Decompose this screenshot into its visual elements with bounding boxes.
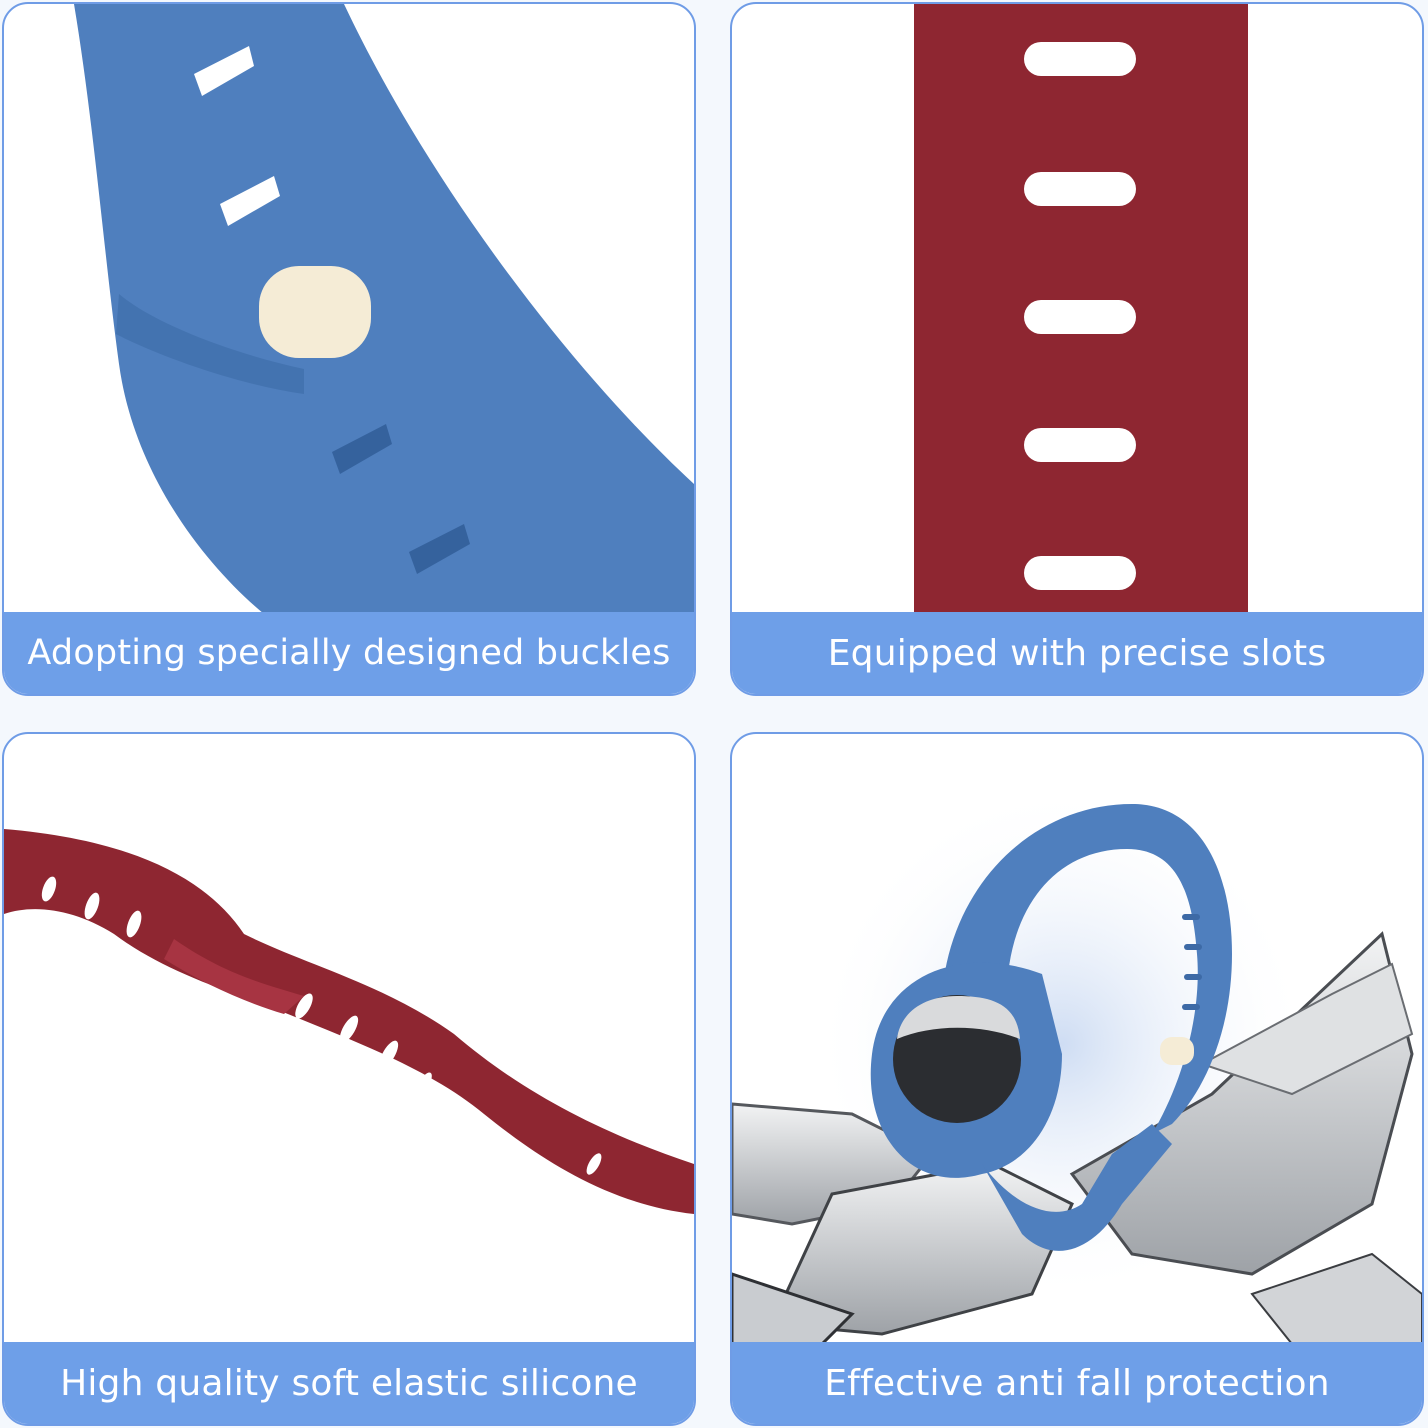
caption: High quality soft elastic silicone (4, 1342, 694, 1424)
feature-panel-slots: Equipped with precise slots (730, 2, 1424, 696)
caption: Effective anti fall protection (732, 1342, 1422, 1424)
feature-panel-silicone: High quality soft elastic silicone (2, 732, 696, 1426)
blue-band-cracked-ground-photo (732, 784, 1422, 1346)
red-strap-slots-photo (914, 4, 1248, 616)
blue-strap-buckle-photo (74, 4, 694, 614)
caption: Adopting specially designed buckles (4, 612, 694, 694)
twisted-red-strap-photo (4, 829, 694, 1214)
caption: Equipped with precise slots (732, 612, 1422, 694)
feature-panel-protection: Effective anti fall protection (730, 732, 1424, 1426)
feature-panel-buckles: Adopting specially designed buckles (2, 2, 696, 696)
